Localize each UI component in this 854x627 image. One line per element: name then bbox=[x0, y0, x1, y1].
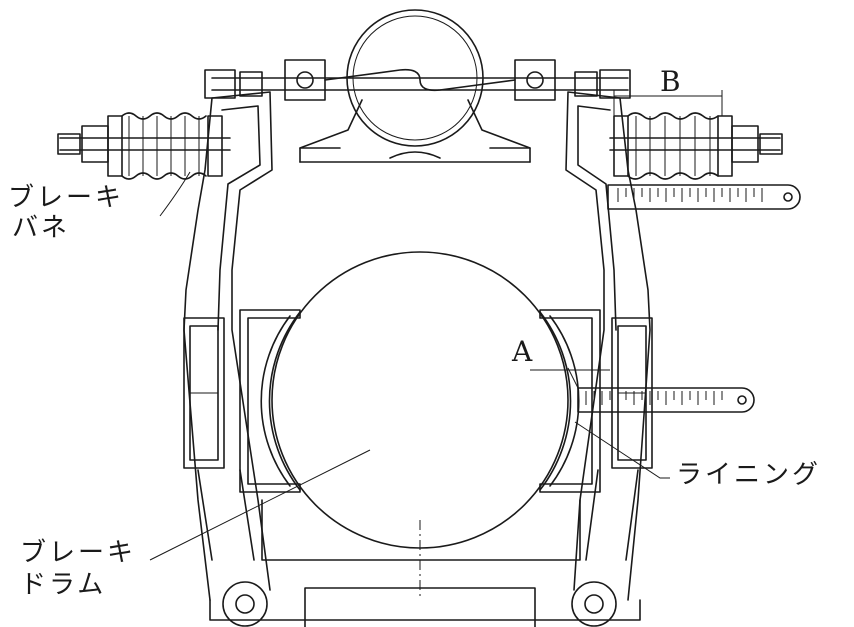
right-shoe bbox=[539, 309, 601, 493]
left-spring-assembly bbox=[57, 112, 231, 180]
dimension-b bbox=[613, 90, 723, 116]
leader-lines bbox=[149, 171, 670, 561]
thruster-housing bbox=[299, 9, 531, 163]
tie-rod bbox=[204, 59, 631, 101]
label-brake-spring-2: バネ bbox=[12, 213, 71, 243]
label-dimension-a: A bbox=[512, 335, 533, 368]
label-brake-drum-1: ブレーキ bbox=[20, 538, 137, 568]
left-arm bbox=[183, 91, 273, 601]
label-dimension-b: B bbox=[660, 65, 681, 98]
right-arm bbox=[565, 91, 653, 601]
label-brake-drum-2: ドラム bbox=[20, 570, 107, 600]
upper-gauge bbox=[607, 184, 801, 210]
lower-gauge bbox=[577, 387, 755, 413]
right-spring-assembly bbox=[609, 112, 783, 180]
label-lining: ライニング bbox=[676, 460, 822, 490]
base bbox=[209, 499, 641, 627]
dimension-a bbox=[530, 367, 610, 389]
label-brake-spring-1: ブレーキ bbox=[8, 183, 125, 213]
brake-drum bbox=[271, 251, 569, 549]
left-shoe bbox=[239, 309, 301, 493]
